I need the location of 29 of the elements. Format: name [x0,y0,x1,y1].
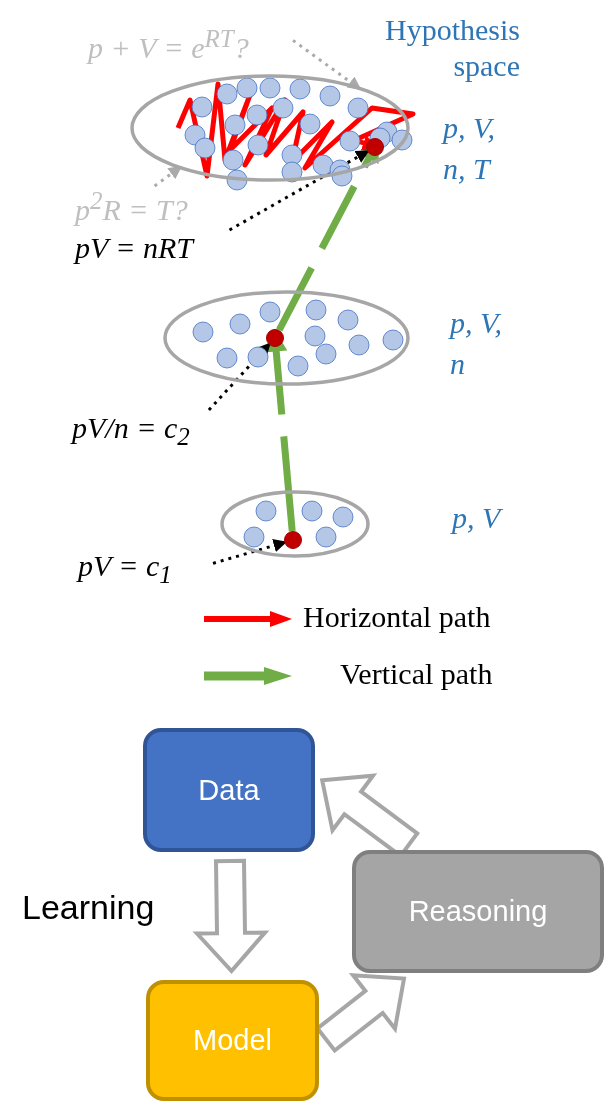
variable-list: p, V, n, T [443,108,515,189]
equation-text: pV = nRT [75,230,250,274]
heading-text: Hypothesis space [384,12,520,84]
leader-line [207,342,271,411]
search-path-arrow [175,81,416,179]
solution-dot [266,329,284,347]
hypothesis-ellipse [220,490,370,558]
equation-text: p + V = e$^{RT}$? [88,24,293,68]
legend-label: Vertical path [340,656,493,692]
hypothesis-ellipse [163,290,410,386]
concept-box [146,980,319,1101]
leader-line [212,539,287,565]
box-label: Reasoning [408,895,548,928]
block-arrow [192,858,270,974]
leader-line [292,39,362,90]
solution-dot [366,138,384,156]
leader-line [228,150,370,232]
leader-line [153,165,183,188]
solution-dot [284,531,302,549]
legend-label: Horizontal path [303,599,491,635]
box-label: Model [193,1024,272,1057]
equation-text: p$^{2}$R = T? [75,186,225,230]
equation-text: pV/n = c$_{2}$ [72,410,247,458]
variable-list: p, V, n [450,303,522,384]
variable-list: p, V [452,498,532,539]
concept-box [352,850,604,973]
equation-text: pV = c$_{1}$ [78,548,213,596]
concept-box [143,728,315,852]
box-label: Data [198,773,260,807]
